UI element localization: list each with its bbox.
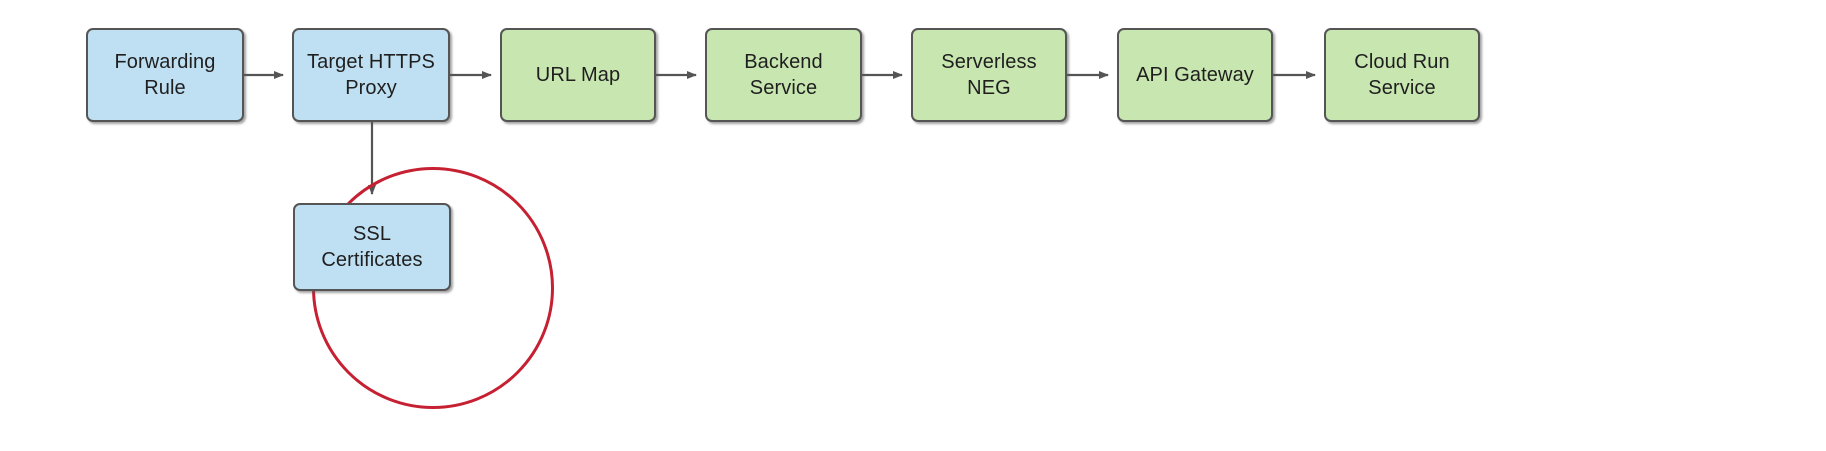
node-ssl-certificates-label: SSL Certificates: [321, 223, 423, 271]
node-api-gateway[interactable]: API Gateway: [1117, 28, 1273, 122]
node-backend-service[interactable]: Backend Service: [705, 28, 862, 122]
node-serverless-neg[interactable]: Serverless NEG: [911, 28, 1067, 122]
node-target-https-proxy-label: Target HTTPS Proxy: [307, 51, 435, 99]
node-backend-service-label: Backend Service: [744, 51, 823, 99]
node-url-map[interactable]: URL Map: [500, 28, 656, 122]
node-api-gateway-label: API Gateway: [1136, 64, 1254, 86]
node-target-https-proxy[interactable]: Target HTTPS Proxy: [292, 28, 450, 122]
node-cloud-run-service[interactable]: Cloud Run Service: [1324, 28, 1480, 122]
node-serverless-neg-label: Serverless NEG: [941, 51, 1037, 99]
node-ssl-certificates[interactable]: SSL Certificates: [293, 203, 451, 291]
node-cloud-run-service-label: Cloud Run Service: [1354, 51, 1450, 99]
node-forwarding-rule[interactable]: Forwarding Rule: [86, 28, 244, 122]
node-url-map-label: URL Map: [535, 64, 621, 86]
node-forwarding-rule-label: Forwarding Rule: [114, 51, 216, 99]
